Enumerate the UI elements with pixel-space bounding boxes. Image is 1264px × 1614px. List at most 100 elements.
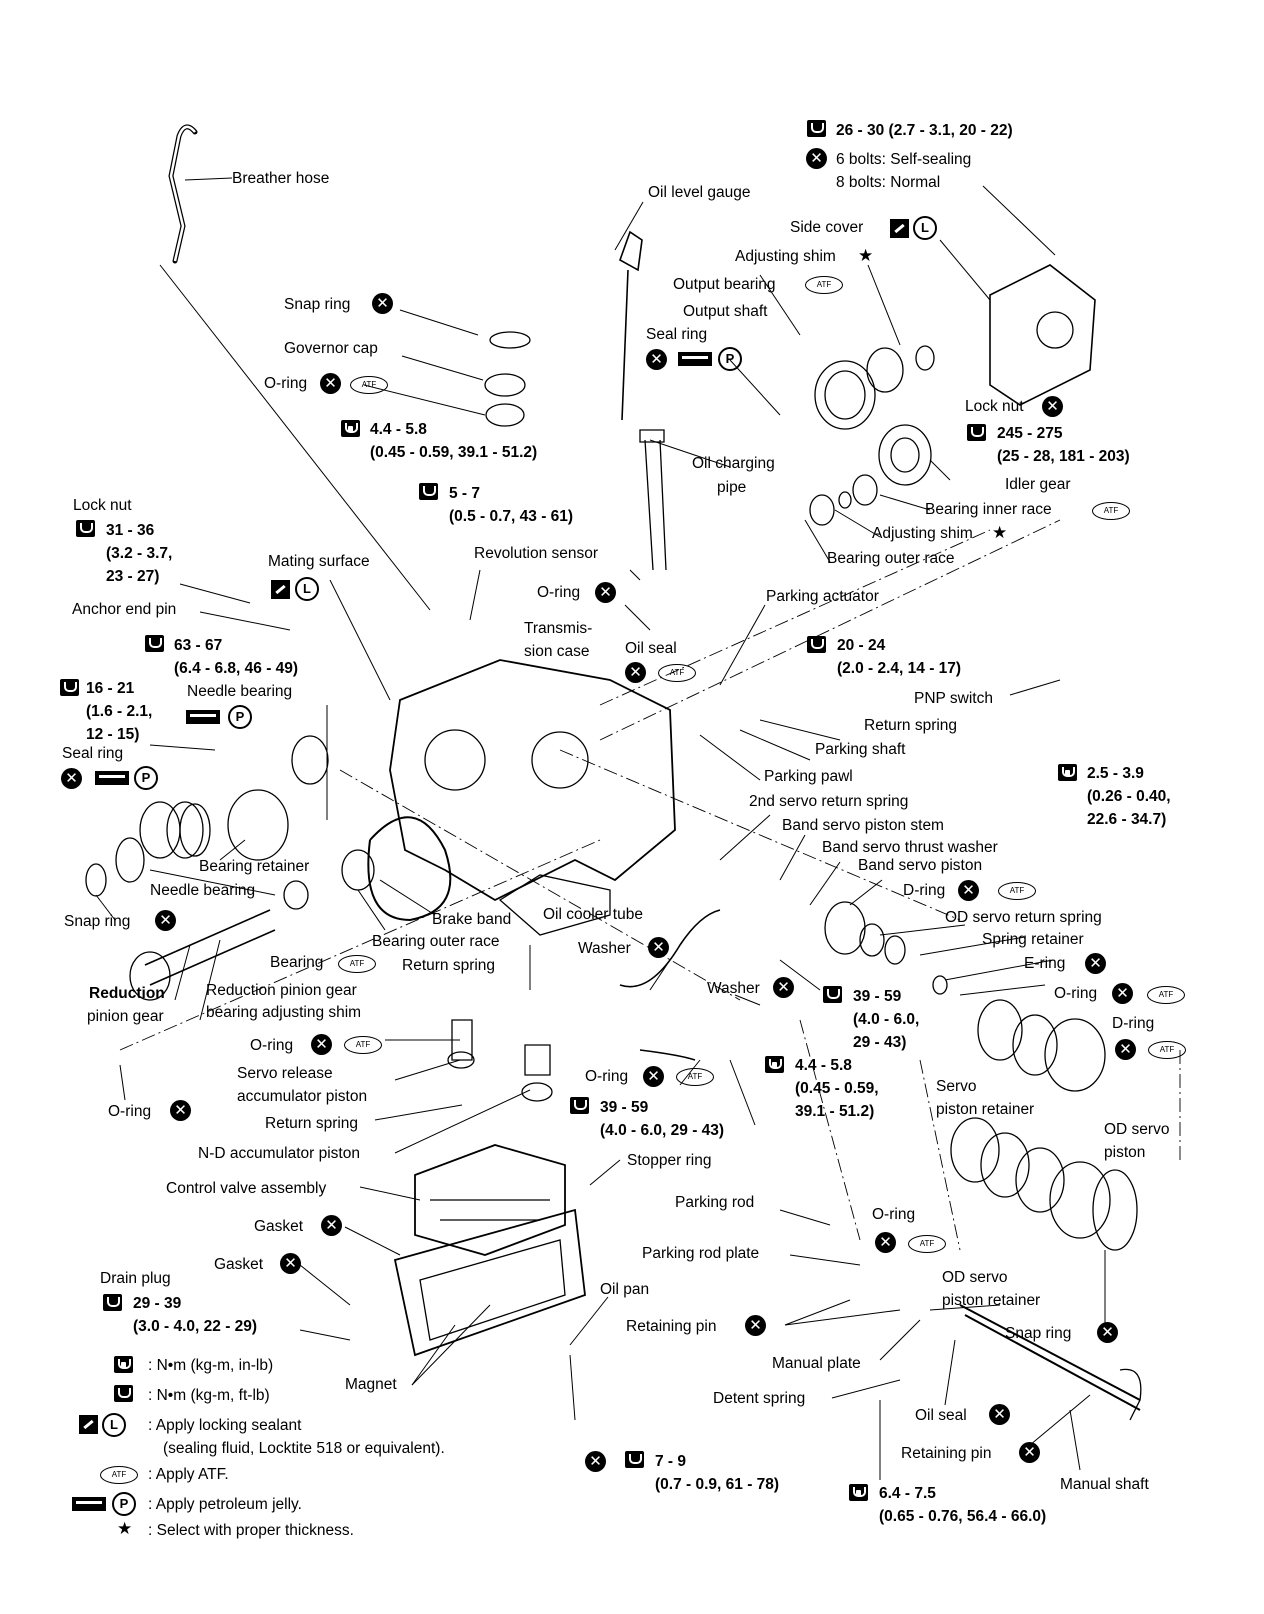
oil-pan-shape (393, 1208, 586, 1357)
label-servo-release: Servo release (237, 1065, 333, 1082)
label-reduction-shim: Reduction pinion gear (206, 982, 357, 999)
legend-locking-1: : Apply locking sealant (148, 1417, 302, 1434)
star-icon: ★ (858, 246, 874, 266)
label-transmission-case: Transmis- (524, 620, 593, 637)
legend-locking-2: (sealing fluid, Locktite 518 or equivale… (163, 1440, 445, 1457)
label-torque-63-2: (6.4 - 6.8, 46 - 49) (174, 660, 299, 677)
label-band-servo-piston: Band servo piston (858, 857, 983, 874)
label-torque-pan: 7 - 9 (655, 1453, 687, 1470)
label-torque-20-2: (2.0 - 2.4, 14 - 17) (837, 660, 962, 677)
replace-icon: ✕ (1115, 1039, 1136, 1060)
atf-icon: ATF (1092, 502, 1130, 520)
label-retaining-pin-1: Retaining pin (626, 1318, 717, 1335)
label-manual-shaft: Manual shaft (1060, 1476, 1149, 1493)
label-bearing: Bearing (270, 954, 324, 971)
replace-icon: ✕ (1085, 953, 1106, 974)
jelly-p-icon: P (718, 347, 742, 371)
legend-sealant-icon (79, 1415, 98, 1434)
label-parking-pawl: Parking pawl (764, 768, 853, 785)
label-torque-44-mid-3: 39.1 - 51.2) (795, 1103, 875, 1120)
label-side-cover: Side cover (790, 219, 864, 236)
legend-locktite-icon: L (102, 1413, 126, 1437)
label-oil-level-gauge: Oil level gauge (648, 184, 751, 201)
label-oil-charging-pipe-2: pipe (717, 479, 747, 496)
atf-icon: ATF (908, 1235, 946, 1253)
label-lock-nut-right: Lock nut (965, 398, 1024, 415)
replace-icon: ✕ (1019, 1442, 1040, 1463)
torque-in-lb-icon (1058, 764, 1077, 781)
label-torque-drain: 29 - 39 (133, 1295, 182, 1312)
atf-icon: ATF (1148, 1041, 1186, 1059)
label-torque-lock-nut-left-3: 23 - 27) (106, 568, 160, 585)
accumulator-pistons-shape (451, 1019, 551, 1076)
label-band-servo-washer: Band servo thrust washer (822, 839, 998, 856)
oil-cooler-tube-shape (619, 909, 721, 1061)
label-torque-44-mid: 4.4 - 5.8 (795, 1057, 852, 1074)
brake-band-shape (367, 816, 452, 922)
label-torque-20: 20 - 24 (837, 637, 886, 654)
label-oil-seal-case: Oil seal (625, 640, 677, 657)
label-seal-ring-left: Seal ring (62, 745, 124, 762)
atf-icon: ATF (998, 882, 1036, 900)
label-revolution-sensor: Revolution sensor (474, 545, 599, 562)
legend-jelly-p-icon: P (112, 1492, 136, 1516)
replace-icon: ✕ (1112, 983, 1133, 1004)
label-o-ring-servo: O-ring (250, 1037, 294, 1054)
oil-charging-pipe-shape (639, 429, 667, 571)
torque-ft-lb-icon (60, 679, 79, 696)
label-transmission-case-2: sion case (524, 643, 590, 660)
replace-icon: ✕ (311, 1034, 332, 1055)
center-lines (119, 519, 1181, 1251)
label-needle-bearing-top: Needle bearing (187, 683, 293, 700)
label-magnet: Magnet (345, 1376, 397, 1393)
label-parking-rod-plate: Parking rod plate (642, 1245, 760, 1262)
label-torque-lock-nut-right: 245 - 275 (997, 425, 1063, 442)
label-washer-2: Washer (707, 980, 760, 997)
label-brake-band: Brake band (432, 911, 512, 928)
torque-in-lb-icon (849, 1484, 868, 1501)
label-second-servo-spring: 2nd servo return spring (749, 793, 909, 810)
label-washer-1: Washer (578, 940, 631, 957)
torque-ft-lb-icon (76, 520, 95, 537)
label-servo-piston-retainer-2: piston retainer (936, 1101, 1035, 1118)
label-torque-16: 16 - 21 (86, 680, 135, 697)
label-band-servo-stem: Band servo piston stem (782, 817, 944, 834)
replace-icon: ✕ (280, 1253, 301, 1274)
label-o-ring-governor: O-ring (264, 375, 308, 392)
output-bearing-shape (866, 347, 904, 393)
label-torque-lock-nut-right-2: (25 - 28, 181 - 203) (997, 448, 1130, 465)
legend-nm-ft-lb: : N•m (kg-m, ft-lb) (148, 1387, 270, 1404)
label-parking-actuator: Parking actuator (766, 588, 879, 605)
replace-icon: ✕ (773, 977, 794, 998)
torque-in-lb-icon (341, 420, 360, 437)
legend-thickness: : Select with proper thickness. (148, 1522, 354, 1539)
label-od-servo-piston: OD servo (1104, 1121, 1170, 1138)
label-gasket-1: Gasket (254, 1218, 304, 1235)
label-d-ring-top: D-ring (903, 882, 946, 899)
label-o-ring-right: O-ring (1054, 985, 1098, 1002)
torque-in-lb-icon (765, 1056, 784, 1073)
label-torque-governor-2: (0.45 - 0.59, 39.1 - 51.2) (370, 444, 538, 461)
od-servo-rings-shape (977, 999, 1023, 1061)
label-idler-gear: Idler gear (1005, 476, 1071, 493)
legend-in-lb-icon (114, 1356, 133, 1373)
label-retaining-pin-2: Retaining pin (901, 1445, 992, 1462)
label-torque-16-3: 12 - 15) (86, 726, 140, 743)
label-torque-39-right-2: (4.0 - 6.0, (853, 1011, 920, 1028)
replace-icon: ✕ (372, 293, 393, 314)
replace-icon: ✕ (61, 768, 82, 789)
atf-icon: ATF (805, 276, 843, 294)
label-governor-cap: Governor cap (284, 340, 378, 357)
label-anchor-end-pin: Anchor end pin (72, 601, 177, 618)
torque-ft-lb-icon (625, 1451, 644, 1468)
governor-parts-shape (489, 331, 531, 349)
atf-icon: ATF (1147, 986, 1185, 1004)
atf-icon: ATF (344, 1036, 382, 1054)
locking-sealant-icon (890, 219, 909, 238)
label-needle-bearing-bottom: Needle bearing (150, 882, 256, 899)
legend-atf-icon: ATF (100, 1466, 138, 1484)
label-return-spring-park: Return spring (864, 717, 958, 734)
label-lock-nut-left: Lock nut (73, 497, 132, 514)
label-o-ring-left: O-ring (108, 1103, 152, 1120)
legend-star-icon: ★ (117, 1519, 133, 1539)
